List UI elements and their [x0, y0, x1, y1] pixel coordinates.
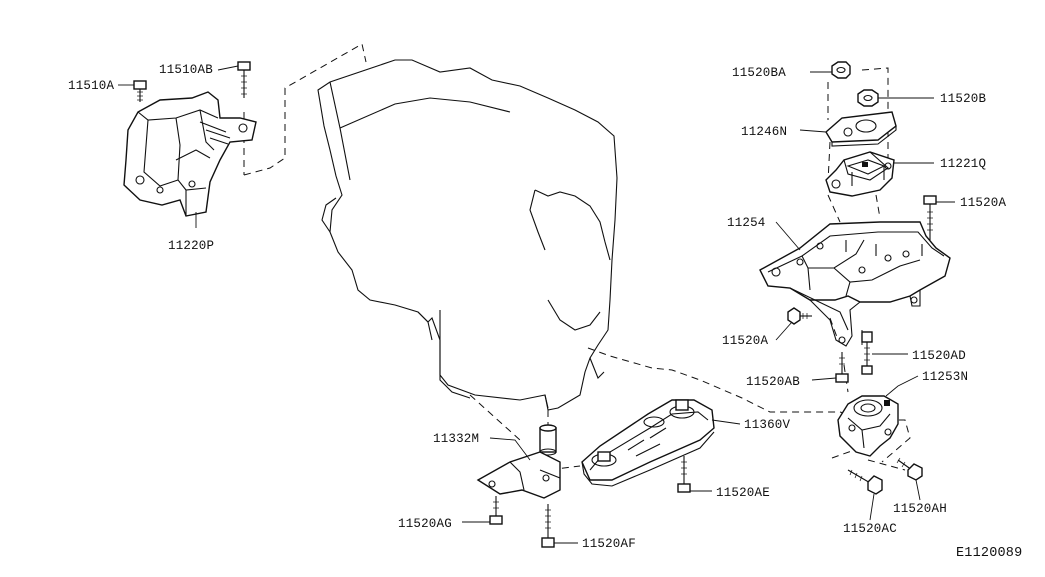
nut-11520B[interactable] [857, 89, 879, 107]
label-11253N: 11253N [922, 370, 968, 384]
label-11221Q: 11221Q [940, 157, 986, 171]
insulator-11221Q[interactable] [825, 151, 895, 197]
assembly-lines [243, 43, 911, 471]
bracket-11332M[interactable] [476, 424, 561, 499]
bolt-11520AG[interactable] [489, 496, 503, 525]
mount-11360V[interactable] [581, 399, 715, 487]
bolt-11520AF[interactable] [541, 504, 555, 548]
label-11520AC: 11520AC [843, 522, 897, 536]
bolt-11520AE[interactable] [677, 456, 691, 493]
label-11510A: 11510A [68, 79, 115, 93]
bolt-11520A-mid[interactable] [787, 307, 812, 325]
label-11520B: 11520B [940, 92, 987, 106]
label-11520AE: 11520AE [716, 486, 770, 500]
label-11220P: 11220P [168, 239, 214, 253]
mount-11253N[interactable] [837, 395, 899, 457]
leader-lines [118, 65, 955, 544]
engine-mount-11220P[interactable] [123, 91, 257, 217]
bolt-11520AH[interactable] [896, 457, 923, 481]
label-11510AB: 11510AB [159, 63, 213, 77]
bolt-11520AD[interactable] [861, 331, 873, 375]
bracket-11254[interactable] [759, 221, 951, 347]
diagram-id: E1120089 [956, 546, 1022, 561]
bolt-11520A-top[interactable] [923, 195, 937, 240]
label-11360V: 11360V [744, 418, 791, 432]
label-11254: 11254 [727, 216, 766, 230]
label-11520BA: 11520BA [732, 66, 786, 80]
label-11520AF: 11520AF [582, 537, 636, 551]
bolt-11520AC[interactable] [847, 469, 883, 495]
label-11520A-mid: 11520A [722, 334, 769, 348]
bolt-11510AB[interactable] [237, 61, 251, 98]
label-11520AH: 11520AH [893, 502, 947, 516]
label-11246N: 11246N [741, 125, 787, 139]
label-11520A-top: 11520A [960, 196, 1007, 210]
label-11520AG: 11520AG [398, 517, 452, 531]
bolt-11510A[interactable] [133, 80, 147, 102]
nut-11520BA[interactable] [831, 61, 851, 79]
bolt-11520AB-low[interactable] [835, 352, 849, 383]
part-labels: 11510A 11510AB 11220P 11520BA 11520B 112… [68, 63, 1022, 561]
plate-11246N[interactable] [825, 111, 897, 147]
label-11520AB-low: 11520AB [746, 375, 800, 389]
engine-block [317, 59, 618, 411]
label-11520AD: 11520AD [912, 349, 966, 363]
label-11332M: 11332M [433, 432, 479, 446]
